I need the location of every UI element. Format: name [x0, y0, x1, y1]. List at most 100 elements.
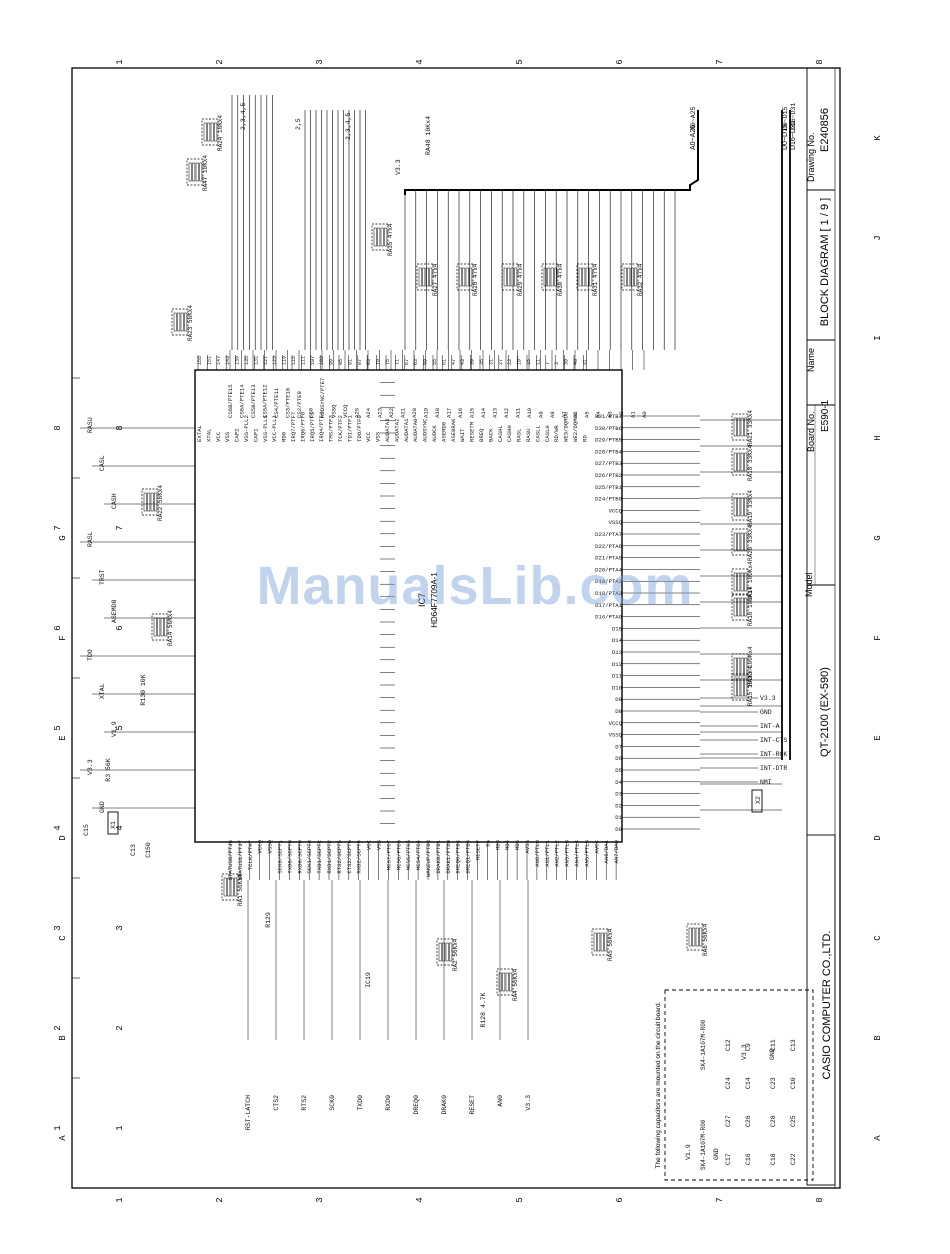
resistor-array-label: RA16 100Kx4	[747, 586, 754, 626]
pin-label: VSS-PLL2	[243, 415, 250, 442]
resistor-array-label: RA5 56Kx4	[607, 928, 614, 961]
resistor-array-label: RA28 47x4	[472, 263, 479, 296]
pin-number: 47	[451, 359, 457, 365]
resistor-array-label: RA31 47x4	[592, 263, 599, 296]
pin-label: WE3/DQMUU	[563, 412, 570, 442]
net-label-bottom: TXD0	[357, 1095, 364, 1111]
pin-label: CS3/PTE10	[285, 387, 292, 418]
net-label-left: CASH	[111, 493, 118, 509]
pin-label: ASEMD0	[440, 421, 447, 442]
zone-num-bottom: 3	[315, 1197, 325, 1202]
pin-number: 139	[235, 356, 241, 365]
resistor-array-label: RA14 56Kx4	[167, 610, 174, 646]
net-label-left: RASL	[87, 531, 94, 547]
pin-number: 41	[582, 359, 588, 365]
pin-label: WAIT	[459, 428, 466, 442]
resistor-array	[456, 263, 474, 291]
net-label-left: V3.3	[87, 759, 94, 775]
net-label-top: V3.3	[395, 159, 402, 175]
resistor-array	[576, 263, 594, 291]
pin-label: D12	[612, 661, 622, 668]
part-label: R128 4.7K	[480, 992, 487, 1027]
zone-row-left: E	[58, 735, 68, 740]
net-label-bottom: V3.3	[525, 1095, 532, 1111]
pin-label: A15	[469, 408, 476, 418]
pin-label: A14	[480, 407, 487, 418]
pin-label: A13	[492, 408, 499, 418]
zone-col-bottom: 3	[53, 925, 63, 930]
cap-header: GND	[713, 1148, 720, 1160]
pin-number: 107	[310, 356, 316, 365]
part-label: R129	[265, 912, 272, 928]
bus-label-d-low: D0~D15	[782, 124, 789, 150]
net-label-left: ASEMD0	[111, 599, 118, 623]
pin-number: 51	[441, 359, 447, 365]
pin-label: TCK/PTF2	[337, 415, 344, 442]
zone-row-left: C	[58, 935, 68, 941]
pin-label: VSS	[375, 431, 382, 442]
zone-row-left: F	[58, 635, 68, 640]
pin-label: A3	[607, 411, 614, 418]
crystal-x1	[107, 811, 119, 835]
pin-label: VSSQ	[331, 404, 338, 418]
pins-left: EXTAL155XTAL151VCC147VSS143CAP2139VSS-PL…	[196, 355, 588, 442]
resistor-array-label: RA21 33Kx4	[747, 410, 754, 446]
pin-label: AUDCK	[431, 425, 438, 442]
pin-number: 135	[244, 356, 250, 365]
pin-label: A6	[572, 411, 579, 418]
pin-label: CS5B/PTE13	[250, 384, 257, 418]
pin-label: D31/PTB7	[595, 413, 622, 420]
pin-label: D1	[615, 814, 622, 821]
pin-number: 31	[488, 359, 494, 365]
pin-number: 75	[385, 359, 391, 365]
pin-label: AN6/DA1	[603, 839, 610, 863]
resistor-array-label: RA47 10Kx4	[202, 155, 209, 191]
pin-label: VSS-PLL1	[262, 415, 269, 442]
pin-label: DRAK1/PTD0	[445, 839, 452, 873]
zone-num-bottom: 4	[415, 1197, 425, 1202]
net-label-left: GND	[99, 801, 106, 813]
pin-label: CASHH	[506, 425, 513, 442]
pin-number: 63	[413, 359, 419, 365]
pin-label: AUDATA3	[384, 419, 391, 443]
title-strip-edge	[834, 67, 841, 1189]
pin-number: 95	[338, 359, 344, 365]
resistor-array-label: RA17 100Kx4	[747, 561, 754, 601]
net-label-left: TRST	[99, 569, 106, 585]
pin-label: A22	[388, 408, 395, 418]
pin-label: CS2/PTE9	[296, 391, 303, 418]
net-label-bottom: DREQ0	[413, 1095, 420, 1115]
zone-row-right: C	[873, 935, 883, 941]
zone-row-right: J	[873, 235, 883, 240]
resistor-array	[151, 613, 169, 641]
zone-num-top: 4	[415, 59, 425, 64]
pin-label: MCS5/PTC5	[405, 840, 412, 870]
zone-row-right: I	[873, 335, 883, 340]
net-label-bottom: RTS2	[301, 1095, 308, 1111]
zone-col-bottom: 6	[53, 625, 63, 630]
resistor-array-label: RA22 56Kx4	[157, 485, 164, 521]
pin-number: 151	[206, 356, 212, 365]
pin-label: AVSS	[524, 839, 531, 853]
pin-label: A7	[561, 411, 568, 418]
zone-num-top: 6	[615, 59, 625, 64]
board-value: E590-1	[820, 399, 831, 432]
pin-label: IRQ7/PTF7	[290, 412, 297, 442]
capacitor-label: C18	[770, 1153, 777, 1165]
pin-label: CTS2/SCPT6	[346, 840, 353, 874]
zone-col-top: 5	[115, 725, 125, 730]
pin-label: D14	[612, 637, 623, 644]
pin-label: D26/PTB2	[595, 472, 622, 479]
pin-label: D30/PTB6	[595, 425, 622, 432]
cap-part-note: SK4-1A107M-R00	[700, 1019, 707, 1070]
pin-label: AN2/PTL2	[554, 840, 561, 867]
pin-label: D27/PTB3	[595, 460, 622, 467]
net-label-right: GND	[760, 709, 772, 716]
pin-label: WE2/DQMUL	[572, 412, 579, 442]
company-label: CASIO COMPUTER CO.,LTD.	[821, 931, 833, 1080]
capacitor-label: C17	[725, 1153, 732, 1165]
pin-number: 67	[404, 359, 410, 365]
resistor-array	[221, 873, 239, 901]
